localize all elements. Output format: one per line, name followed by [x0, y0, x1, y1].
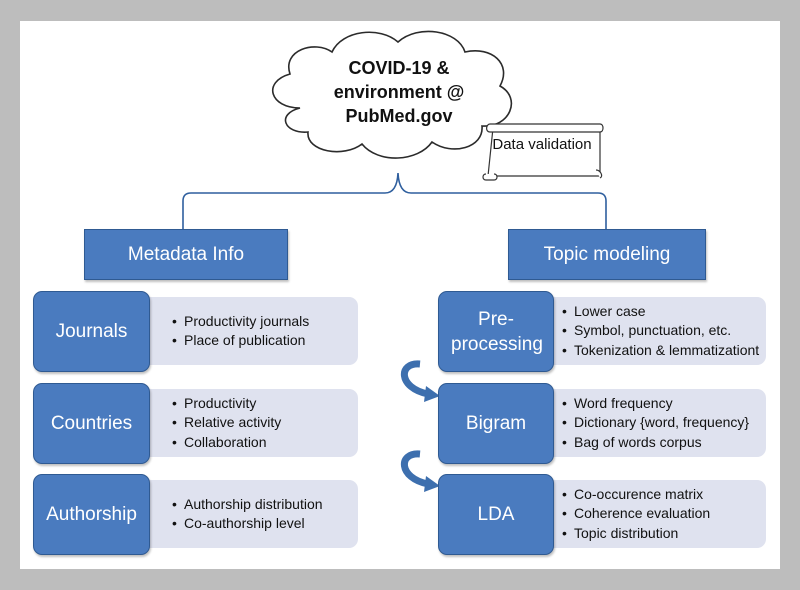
- list-item: •Productivity journals: [172, 312, 310, 329]
- curved-arrow-icon: [400, 450, 440, 492]
- list-item: •Co-authorship level: [172, 515, 305, 531]
- authorship-details: •Authorship distribution •Co-authorship …: [130, 480, 358, 548]
- scroll-icon: [482, 123, 604, 181]
- root-title: COVID-19 & environment @ PubMed.gov: [333, 58, 465, 126]
- list-item: •Coherence evaluation: [562, 505, 711, 522]
- list-item: •Productivity: [172, 394, 257, 411]
- journals-details: •Productivity journals •Place of publica…: [130, 297, 358, 365]
- list-item: •Collaboration: [172, 433, 267, 450]
- countries-details: •Productivity •Relative activity •Collab…: [130, 389, 358, 457]
- list-item: •Tokenization & lemmatizationt: [562, 341, 760, 358]
- cloud-shape: [271, 30, 513, 159]
- list-item: •Lower case: [562, 302, 646, 319]
- list-item: •Authorship distribution: [172, 495, 323, 512]
- step-lda: LDA: [438, 474, 554, 555]
- topic-modeling-header: Topic modeling: [508, 229, 706, 280]
- bigram-details: •Word frequency •Dictionary {word, frequ…: [534, 389, 766, 457]
- list-item: •Co-occurence matrix: [562, 485, 704, 502]
- brace-connector: [182, 172, 607, 229]
- step-pre-processing: Pre-processing: [438, 291, 554, 372]
- metadata-info-header: Metadata Info: [84, 229, 288, 280]
- pre-processing-details: •Lower case •Symbol, punctuation, etc. •…: [534, 297, 766, 365]
- category-journals: Journals: [33, 291, 150, 372]
- category-countries: Countries: [33, 383, 150, 464]
- category-authorship: Authorship: [33, 474, 150, 555]
- list-item: •Topic distribution: [562, 524, 679, 541]
- list-item: •Bag of words corpus: [562, 433, 702, 450]
- list-item: •Symbol, punctuation, etc.: [562, 322, 732, 339]
- list-item: •Relative activity: [172, 414, 282, 431]
- lda-details: •Co-occurence matrix •Coherence evaluati…: [534, 480, 766, 548]
- validation-label: Data validation: [492, 136, 592, 153]
- list-item: •Word frequency: [562, 394, 673, 411]
- step-bigram: Bigram: [438, 383, 554, 464]
- list-item: •Dictionary {word, frequency}: [562, 414, 750, 431]
- list-item: •Place of publication: [172, 332, 306, 348]
- curved-arrow-icon: [400, 360, 440, 402]
